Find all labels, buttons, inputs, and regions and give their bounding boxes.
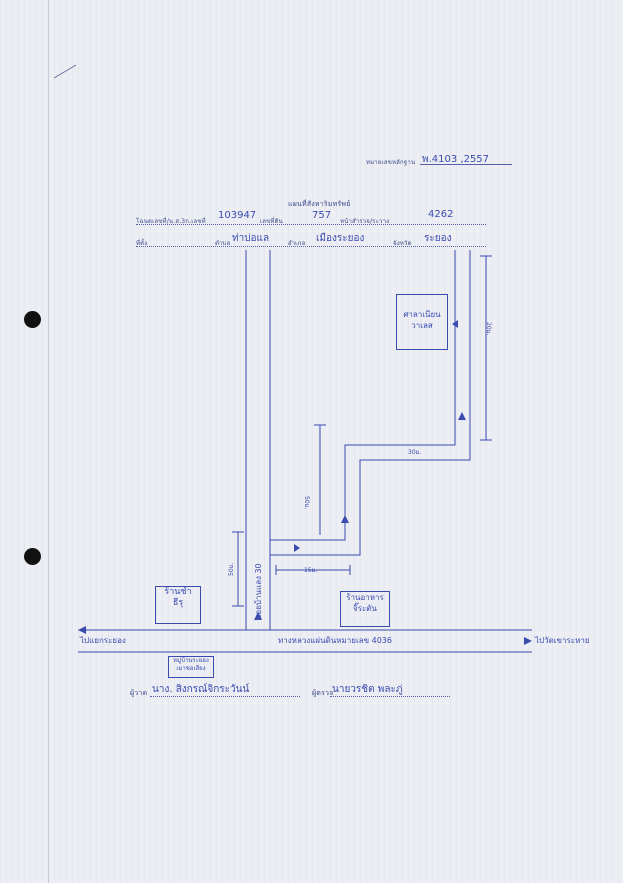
drawer-value: นาง. สิงกรณ์จิกระวันน์ — [152, 684, 250, 695]
main-road-label: ทางหลวงแผ่นดินหมายเลข 4036 — [278, 636, 392, 645]
route-path-inner — [270, 250, 471, 556]
arrow-route-2 — [341, 515, 349, 523]
soi-label: ซอยบ้านแลง 30 — [254, 563, 263, 620]
deed-value: 103947 — [218, 210, 257, 221]
arrow-route-1 — [294, 544, 300, 552]
arrow-property — [452, 320, 458, 328]
province-label: จังหวัด — [393, 240, 412, 247]
road-left-label: ไปแยกระยอง — [80, 636, 126, 645]
punch-hole-bottom — [24, 548, 41, 565]
address-label: ที่ตั้ง — [136, 240, 148, 247]
deed-label: โฉนดเลขที่/น.ส.3ก.เลขที่ — [136, 218, 206, 225]
district-value: เมืองระยอง — [316, 233, 365, 244]
row1-underline — [136, 224, 486, 225]
margin-line — [48, 0, 49, 883]
checker-label: ผู้ตรวจ — [312, 689, 334, 697]
checker-underline — [330, 696, 450, 697]
shop-right-label: ร้านอาหาร จิ๊ระตัน — [346, 593, 384, 613]
province-value: ระยอง — [424, 233, 452, 244]
shop-left-label: ร้านชำ ธีรุ — [164, 587, 192, 608]
arrow-route-3 — [458, 412, 466, 420]
distance-50b-label: 50ม. — [303, 496, 310, 510]
reference-underline — [420, 164, 512, 165]
distance-15-label: 15ม. — [304, 567, 318, 574]
row2-underline — [136, 246, 486, 247]
distance-50-label: 50ม. — [228, 562, 235, 577]
road-right-label: ไปวัดเขาระหาย — [535, 636, 590, 645]
survey-label: หน้าสำรวจ/ระวาง — [340, 218, 390, 225]
reference-label: หมายเลขหลักฐาน — [366, 159, 416, 166]
distance-20-label: 20ม. — [485, 322, 492, 336]
land-no-value: 757 — [312, 210, 332, 221]
drawer-label: ผู้วาด — [130, 689, 148, 697]
distance-30-label: 30ม. — [408, 449, 422, 456]
drawer-underline — [150, 696, 300, 697]
checker-value: นายวรชิต พละภู่ — [332, 684, 403, 695]
punch-hole-top — [24, 311, 41, 328]
property-label: ศาลาเนียน วาเลส — [403, 310, 441, 330]
arrow-left — [78, 626, 86, 634]
arrow-right — [524, 637, 532, 645]
subdistrict-value: ท่าบ่อแล — [232, 233, 270, 244]
shop-left-box: ร้านชำ ธีรุ — [155, 586, 201, 624]
subdistrict-label: ตำบล — [215, 240, 231, 247]
arrow-up-soi — [254, 612, 262, 620]
page-title: แผนที่สังหาริมทรัพย์ — [288, 200, 351, 208]
village-box: หมู่บ้านระยอง เมาชอเสียง — [168, 656, 214, 678]
route-path-outer — [270, 250, 456, 541]
shop-right-box: ร้านอาหาร จิ๊ระตัน — [340, 591, 390, 627]
reference-value: พ.4103 ,2557 — [422, 154, 490, 165]
district-label: อำเภอ — [288, 240, 306, 247]
village-label: หมู่บ้านระยอง เมาชอเสียง — [173, 657, 209, 672]
property-box: ศาลาเนียน วาเลส — [396, 294, 448, 350]
survey-value: 4262 — [428, 209, 454, 220]
land-no-label: เลขที่ดิน — [260, 218, 283, 225]
corner-mark — [53, 64, 77, 79]
